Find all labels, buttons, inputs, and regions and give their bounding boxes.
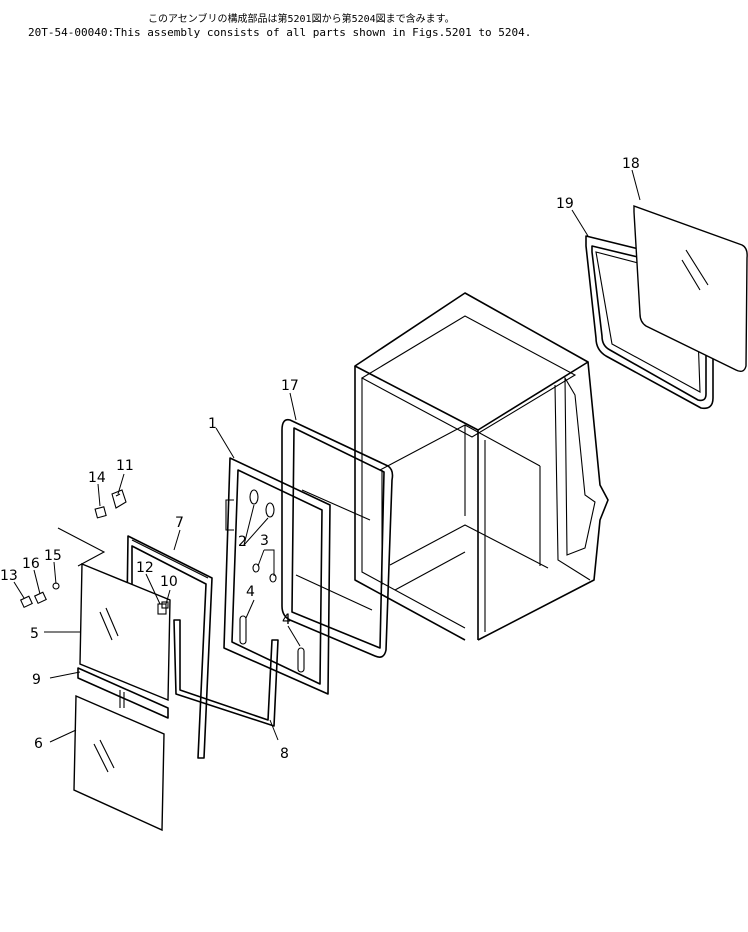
- part-12-10-latch: [157, 601, 169, 615]
- header-note-japanese: このアセンブリの構成部品は第5201図から第5204図まで含みます。: [148, 14, 455, 25]
- part-18-rear-glass: [633, 205, 748, 373]
- callout-19: 19: [556, 196, 574, 212]
- header-note-english: 20T-54-00040:This assembly consists of a…: [28, 26, 532, 39]
- callout-3: 3: [260, 533, 269, 549]
- part-13-15-16-fittings: [19, 582, 60, 609]
- part-11-14-handle: [57, 489, 127, 567]
- part-8-rubber-channel: [173, 619, 279, 727]
- callout-4-upper: 4: [246, 584, 255, 600]
- callout-7: 7: [175, 515, 184, 531]
- callout-11: 11: [116, 458, 134, 474]
- callout-18: 18: [622, 156, 640, 172]
- callout-1: 1: [208, 416, 217, 432]
- callout-9: 9: [32, 672, 41, 688]
- callout-2: 2: [238, 534, 247, 550]
- part-17-door-seal: [281, 418, 394, 658]
- callout-10: 10: [160, 574, 178, 590]
- part-6-lower-glass: [73, 694, 165, 832]
- part-5-upper-glass: [79, 562, 171, 702]
- part-1-door-frame: [223, 457, 331, 695]
- callout-4-lower: 4: [282, 612, 291, 628]
- callout-15: 15: [44, 548, 62, 564]
- callout-17: 17: [281, 378, 299, 394]
- assembly-number: 20T-54-00040: [28, 26, 108, 39]
- callout-16: 16: [22, 556, 40, 572]
- callout-5: 5: [30, 626, 39, 642]
- callout-13: 13: [0, 568, 18, 584]
- callout-6: 6: [34, 736, 43, 752]
- part-9-glass-rail: [77, 667, 169, 719]
- leader-lines: [13, 169, 641, 743]
- callout-numbers: 18 19 17 1 11 14 7 2 3 15 16 12 10 13 4 …: [0, 156, 640, 762]
- cab-body: [354, 292, 609, 641]
- callout-14: 14: [88, 470, 106, 486]
- assembly-description: This assembly consists of all parts show…: [114, 26, 532, 39]
- callout-8: 8: [280, 746, 289, 762]
- callout-12: 12: [136, 560, 154, 576]
